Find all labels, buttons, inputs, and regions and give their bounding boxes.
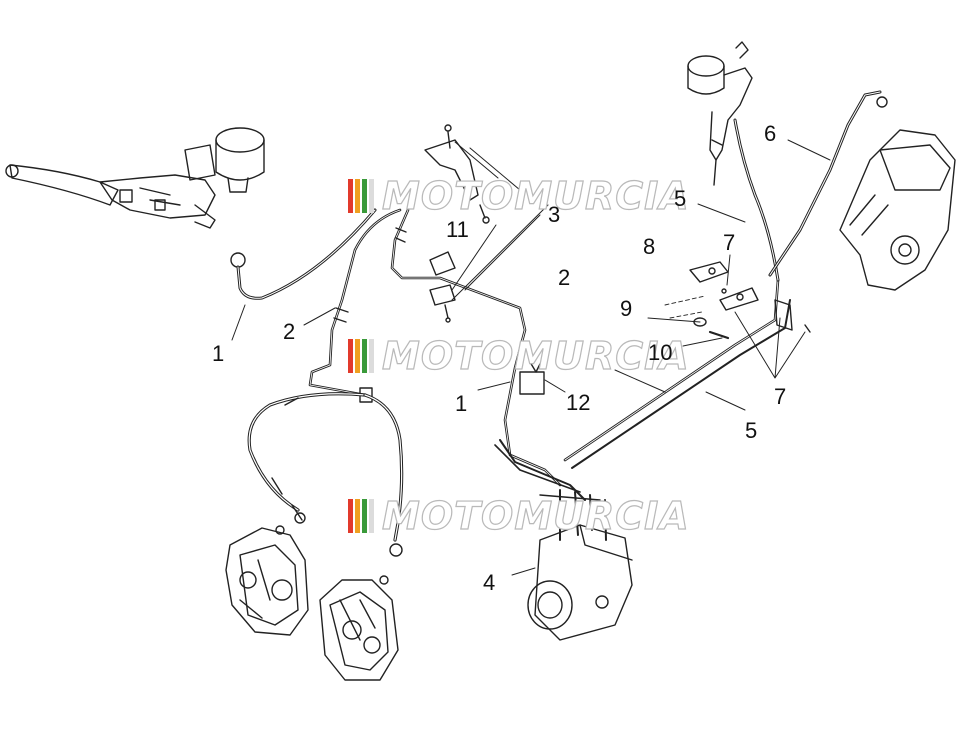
callout-4: 4 — [483, 570, 496, 595]
watermark-text: MOTOMURCIA — [381, 333, 690, 378]
callout-12: 12 — [566, 390, 591, 415]
callout-11: 11 — [446, 217, 469, 242]
callout-3: 3 — [548, 202, 561, 227]
watermark-stripes — [348, 339, 376, 373]
watermark: MOTOMURCIA — [348, 493, 690, 539]
watermark-stripes — [348, 499, 376, 533]
watermark-stripes — [348, 179, 376, 213]
rear-brake-pipes — [563, 118, 791, 469]
front-caliper-hoses — [247, 392, 404, 557]
callout-2: 2 — [283, 319, 296, 344]
callout-1: 1 — [212, 341, 225, 366]
watermark: MOTOMURCIA — [348, 333, 690, 379]
rear-master-cylinder — [687, 41, 753, 186]
front-caliper-left — [225, 525, 309, 636]
pipe-bracket — [424, 124, 549, 323]
callout-2: 2 — [558, 265, 571, 290]
rear-caliper — [839, 129, 956, 291]
rear-hose — [768, 90, 888, 277]
abs-modulator — [527, 489, 633, 641]
watermark-text: MOTOMURCIA — [381, 173, 690, 218]
leader-lines — [231, 139, 831, 576]
callout-5: 5 — [674, 186, 687, 211]
callout-8: 8 — [643, 234, 656, 259]
watermark: MOTOMURCIA — [348, 173, 690, 219]
watermark-text: MOTOMURCIA — [381, 493, 690, 538]
brake-pipe-front-2 — [308, 208, 402, 403]
callout-9: 9 — [620, 296, 633, 321]
rear-mount-plates — [664, 261, 811, 340]
callout-1: 1 — [455, 391, 468, 416]
callout-5: 5 — [745, 418, 758, 443]
callout-10: 10 — [648, 340, 673, 365]
callout-7: 7 — [723, 230, 736, 255]
pipe-clip — [519, 361, 545, 395]
callout-7: 7 — [774, 384, 787, 409]
front-caliper-right — [319, 575, 399, 681]
callout-6: 6 — [764, 121, 777, 146]
brake-hose-front-1 — [230, 208, 377, 300]
front-master-cylinder — [5, 127, 265, 229]
central-brake-pipes — [390, 208, 586, 501]
